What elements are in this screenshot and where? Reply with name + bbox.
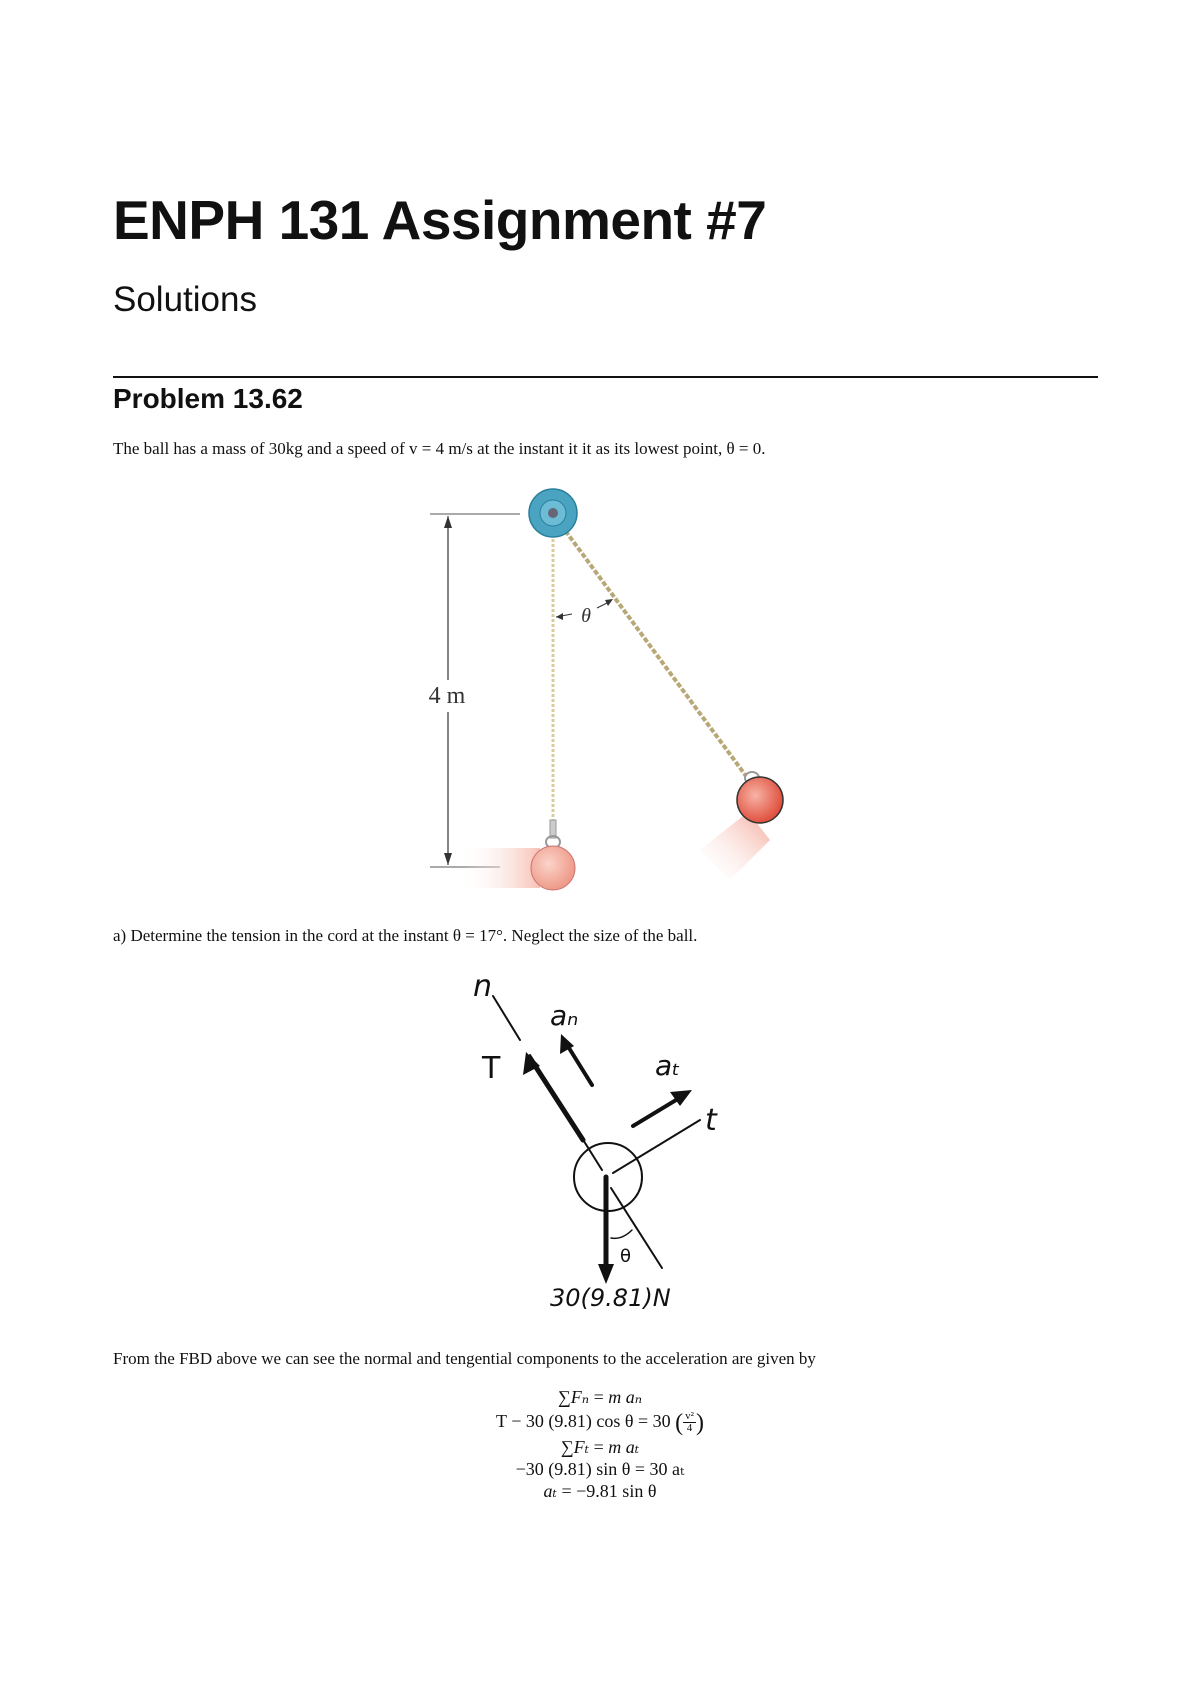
- eq-rhs: −9.81 sin θ: [576, 1481, 657, 1502]
- angle-label: θ: [620, 1246, 631, 1267]
- swung-cord: [551, 512, 748, 778]
- normal-accel-arrow: [562, 1038, 594, 1087]
- angle-arc: [610, 1229, 633, 1240]
- height-dimension: 4 m: [429, 513, 520, 868]
- n-axis-label: n: [473, 969, 492, 1004]
- document-title: ENPH 131 Assignment #7: [113, 189, 767, 251]
- eq-rhs: 30 aₜ: [649, 1459, 685, 1480]
- frac-num: v²: [683, 1410, 696, 1424]
- t-axis-label: t: [705, 1103, 718, 1138]
- problem-heading: Problem 13.62: [113, 383, 303, 414]
- intro-text: The ball has a mass of 30kg and a speed …: [113, 439, 766, 458]
- eq-coef: 30: [652, 1411, 671, 1431]
- ball-lowest-point: [530, 845, 576, 891]
- equation-5: aₜ = −9.81 sin θ: [543, 1481, 657, 1502]
- document-subtitle: Solutions: [113, 280, 257, 319]
- ball-swung: [736, 776, 784, 824]
- motion-trail: [700, 812, 770, 880]
- eq-lhs: ∑Fₜ: [560, 1437, 590, 1458]
- motion-trail: [460, 848, 540, 888]
- eq-lhs: T − 30 (9.81) cos θ: [496, 1411, 634, 1431]
- pivot: [528, 488, 578, 538]
- frac-den: 4: [686, 1422, 693, 1435]
- section-divider: [113, 376, 1098, 378]
- angle-label: θ: [581, 605, 591, 627]
- eq-lhs: −30 (9.81) sin θ: [515, 1459, 631, 1480]
- tangential-accel-arrow: [631, 1092, 688, 1128]
- fbd-explanation: From the FBD above we can see the normal…: [113, 1349, 816, 1368]
- eq-lhs: aₜ: [543, 1481, 557, 1502]
- question-a: a) Determine the tension in the cord at …: [113, 926, 698, 945]
- an-label: aₙ: [550, 999, 578, 1032]
- tension-label: T: [481, 1051, 501, 1086]
- eq-rhs: m aₙ: [608, 1387, 643, 1407]
- weight-label: 30(9.81)N: [550, 1284, 671, 1312]
- tension-arrow: [527, 1055, 586, 1143]
- equation-1: ∑Fₙ = m aₙ: [557, 1387, 643, 1407]
- angle-indicator: θ: [555, 599, 613, 627]
- n-axis-line: [529, 1054, 603, 1171]
- eq-rhs: m aₜ: [608, 1437, 640, 1458]
- eq-lhs: ∑Fₙ: [557, 1387, 590, 1407]
- equation-3: ∑Fₜ = m aₜ: [560, 1437, 640, 1458]
- height-label: 4 m: [429, 683, 466, 709]
- equation-4: −30 (9.81) sin θ = 30 aₜ: [515, 1459, 685, 1480]
- ball-outline: [573, 1142, 643, 1212]
- at-label: aₜ: [655, 1049, 680, 1082]
- t-axis-line: [612, 1119, 701, 1174]
